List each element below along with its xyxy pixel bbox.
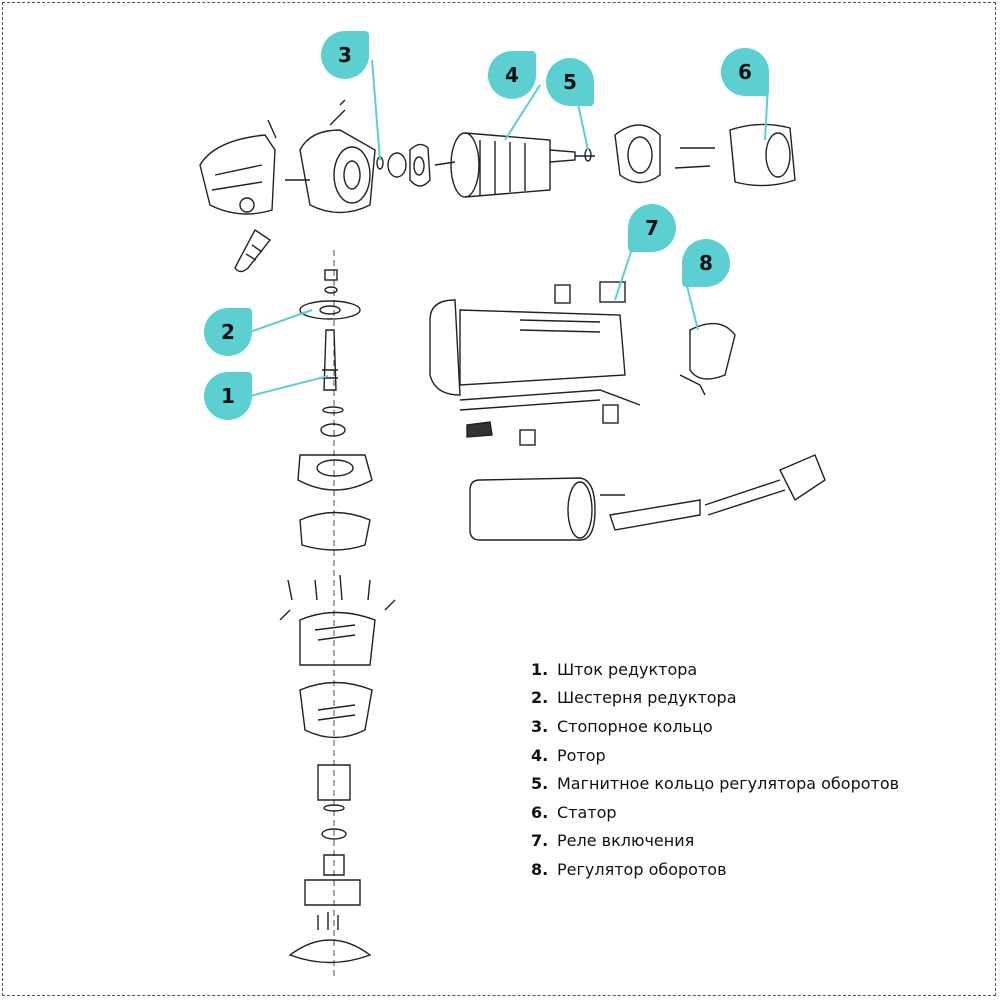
legend-item: 8. Регулятор оборотов (531, 855, 899, 884)
fan-baffle (614, 124, 661, 184)
callout-4: 4 (488, 51, 536, 99)
legend-label: Статор (557, 802, 617, 822)
legend-label: Шток редуктора (557, 659, 698, 679)
callout-7: 7 (628, 204, 676, 252)
stator (729, 123, 796, 187)
callout-3: 3 (321, 31, 369, 79)
callout-2: 2 (204, 308, 252, 356)
legend-item: 7. Реле включения (531, 827, 899, 856)
legend-item: 2. Шестерня редуктора (531, 684, 899, 713)
side-handle (234, 228, 272, 273)
legend-number: 7. (531, 831, 549, 851)
callout-8: 8 (682, 239, 730, 287)
legend-item: 4. Ротор (531, 741, 899, 770)
legend-label: Шестерня редуктора (557, 688, 737, 708)
legend-item: 1. Шток редуктора (531, 655, 899, 684)
legend-item: 6. Статор (531, 798, 899, 827)
gear-housing (285, 99, 376, 214)
legend-label: Стопорное кольцо (557, 716, 713, 736)
legend-number: 8. (531, 859, 549, 879)
legend-number: 6. (531, 802, 549, 822)
parts-legend: 1. Шток редуктора 2. Шестерня редуктора 3.… (531, 655, 899, 884)
gear-head-cover (199, 119, 277, 215)
legend-number: 1. (531, 659, 549, 679)
legend-number: 5. (531, 774, 549, 794)
rotor (434, 132, 595, 198)
screws-top (674, 147, 715, 169)
legend-item: 3. Стопорное кольцо (531, 712, 899, 741)
motor-housing-assembly (429, 281, 736, 446)
legend-number: 2. (531, 688, 549, 708)
legend-label: Ротор (557, 745, 606, 765)
callout-5: 5 (546, 58, 594, 106)
spindle-stack (279, 250, 396, 980)
bearing-and-flange (376, 143, 431, 187)
legend-item: 5. Магнитное кольцо регулятора оборотов (531, 769, 899, 798)
legend-label: Магнитное кольцо регулятора оборотов (557, 774, 900, 794)
legend-label: Реле включения (557, 831, 695, 851)
motor-cover-and-cord (469, 454, 826, 541)
callout-6: 6 (721, 48, 769, 96)
legend-number: 4. (531, 745, 549, 765)
legend-label: Регулятор оборотов (557, 859, 727, 879)
legend-number: 3. (531, 716, 549, 736)
callout-1: 1 (204, 372, 252, 420)
